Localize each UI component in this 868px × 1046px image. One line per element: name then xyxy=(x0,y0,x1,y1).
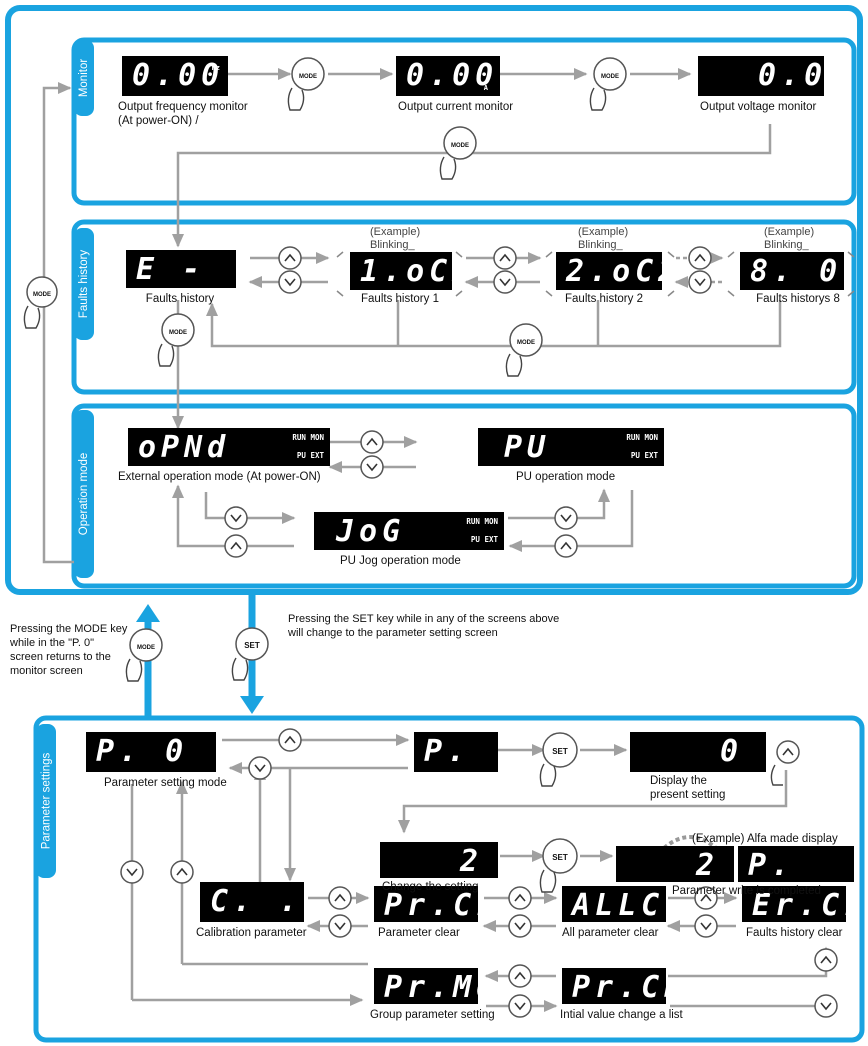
display-p79: P. 79 xyxy=(414,732,498,772)
label-group-parameter: Group parameter setting xyxy=(370,1009,495,1021)
label-pu-jog: PU Jog operation mode xyxy=(340,555,461,567)
label-calibration: Calibration parameter xyxy=(196,927,307,939)
display-calibration: C. . . xyxy=(200,882,304,922)
set-key-3[interactable]: SET xyxy=(552,853,568,862)
display-p79-alfa: P. 79 xyxy=(738,846,854,882)
tab-monitor: Monitor xyxy=(74,40,94,116)
display-p0: P. 0 xyxy=(86,732,216,772)
display-present-setting: 0 xyxy=(630,732,766,772)
label-parameter-clear: Parameter clear xyxy=(378,927,460,939)
mode-key-2[interactable]: MODE xyxy=(601,74,619,80)
monitor-frame xyxy=(71,37,857,206)
mode-key-7[interactable]: MODE xyxy=(137,645,155,651)
label-output-voltage: Output voltage monitor xyxy=(700,101,817,113)
tab-parameter-settings: Parameter settings xyxy=(36,724,56,878)
display-faults-history-clear: Er.CL xyxy=(742,886,846,922)
label-output-current: Output current monitor xyxy=(398,101,514,113)
label-output-frequency: Output frequency monitor(At power-ON) / xyxy=(118,101,248,127)
mode-key-4[interactable]: MODE xyxy=(33,292,51,298)
display-output-voltage: 0.0 xyxy=(698,56,824,96)
display-faults-history-1: 1.oC2 xyxy=(350,252,452,290)
tab-faults-history: Faults history xyxy=(74,228,94,340)
mode-key-1[interactable]: MODE xyxy=(299,74,317,80)
label-faults-history-clear: Faults history clear xyxy=(746,927,843,939)
example-note-2: (Example)Blinking_ xyxy=(578,226,629,251)
mode-key-note: Pressing the MODE key while in the "P. 0… xyxy=(10,623,128,677)
label-all-parameter-clear: All parameter clear xyxy=(562,927,659,939)
mode-key-5[interactable]: MODE xyxy=(169,330,187,336)
label-pu-operation: PU operation mode xyxy=(516,471,616,483)
mode-key-3[interactable]: MODE xyxy=(451,143,469,149)
display-faults-history-8: 8. 0 xyxy=(740,252,844,290)
display-group-parameter: Pr.Md xyxy=(374,968,478,1004)
label-write-completed: Parameter write is completed xyxy=(672,885,821,897)
display-parameter-clear: Pr.CL xyxy=(374,886,478,922)
display-change-setting: 2 xyxy=(380,842,498,878)
set-key-2[interactable]: SET xyxy=(552,747,568,756)
set-key-1[interactable]: SET xyxy=(244,641,260,650)
display-write-completed: 2 xyxy=(616,846,734,882)
mode-key-6[interactable]: MODE xyxy=(517,340,535,346)
example-note-1: (Example)Blinking_ xyxy=(370,226,421,251)
label-alfa-display: (Example) Alfa made display xyxy=(692,833,838,845)
display-initial-value-change: Pr.CH xyxy=(562,968,666,1004)
label-external-operation: External operation mode (At power-ON) xyxy=(118,471,321,483)
faults-frame xyxy=(71,219,857,395)
label-change-setting: Change the setting xyxy=(382,881,479,893)
parameter-frame xyxy=(33,715,865,1043)
display-all-parameter-clear: ALLC xyxy=(562,886,666,922)
label-parameter-setting-mode: Parameter setting mode xyxy=(104,777,227,789)
display-faults-history: E - - - xyxy=(126,250,236,288)
display-faults-history-2: 2.oC2 xyxy=(556,252,662,290)
label-faults-history-1: Faults history 1 xyxy=(361,293,439,305)
label-initial-value-change: Intial value change a list xyxy=(560,1009,683,1021)
label-faults-history: Faults history xyxy=(145,293,215,305)
set-key-note: Pressing the SET key while in any of the… xyxy=(288,613,560,639)
label-faults-history-2: Faults history 2 xyxy=(565,293,643,305)
example-note-3: (Example)Blinking_ xyxy=(764,226,815,251)
label-faults-history-8: Faults historys 8 xyxy=(756,293,840,305)
outer-frame xyxy=(5,5,863,595)
tab-operation-mode: Operation mode xyxy=(74,410,94,578)
